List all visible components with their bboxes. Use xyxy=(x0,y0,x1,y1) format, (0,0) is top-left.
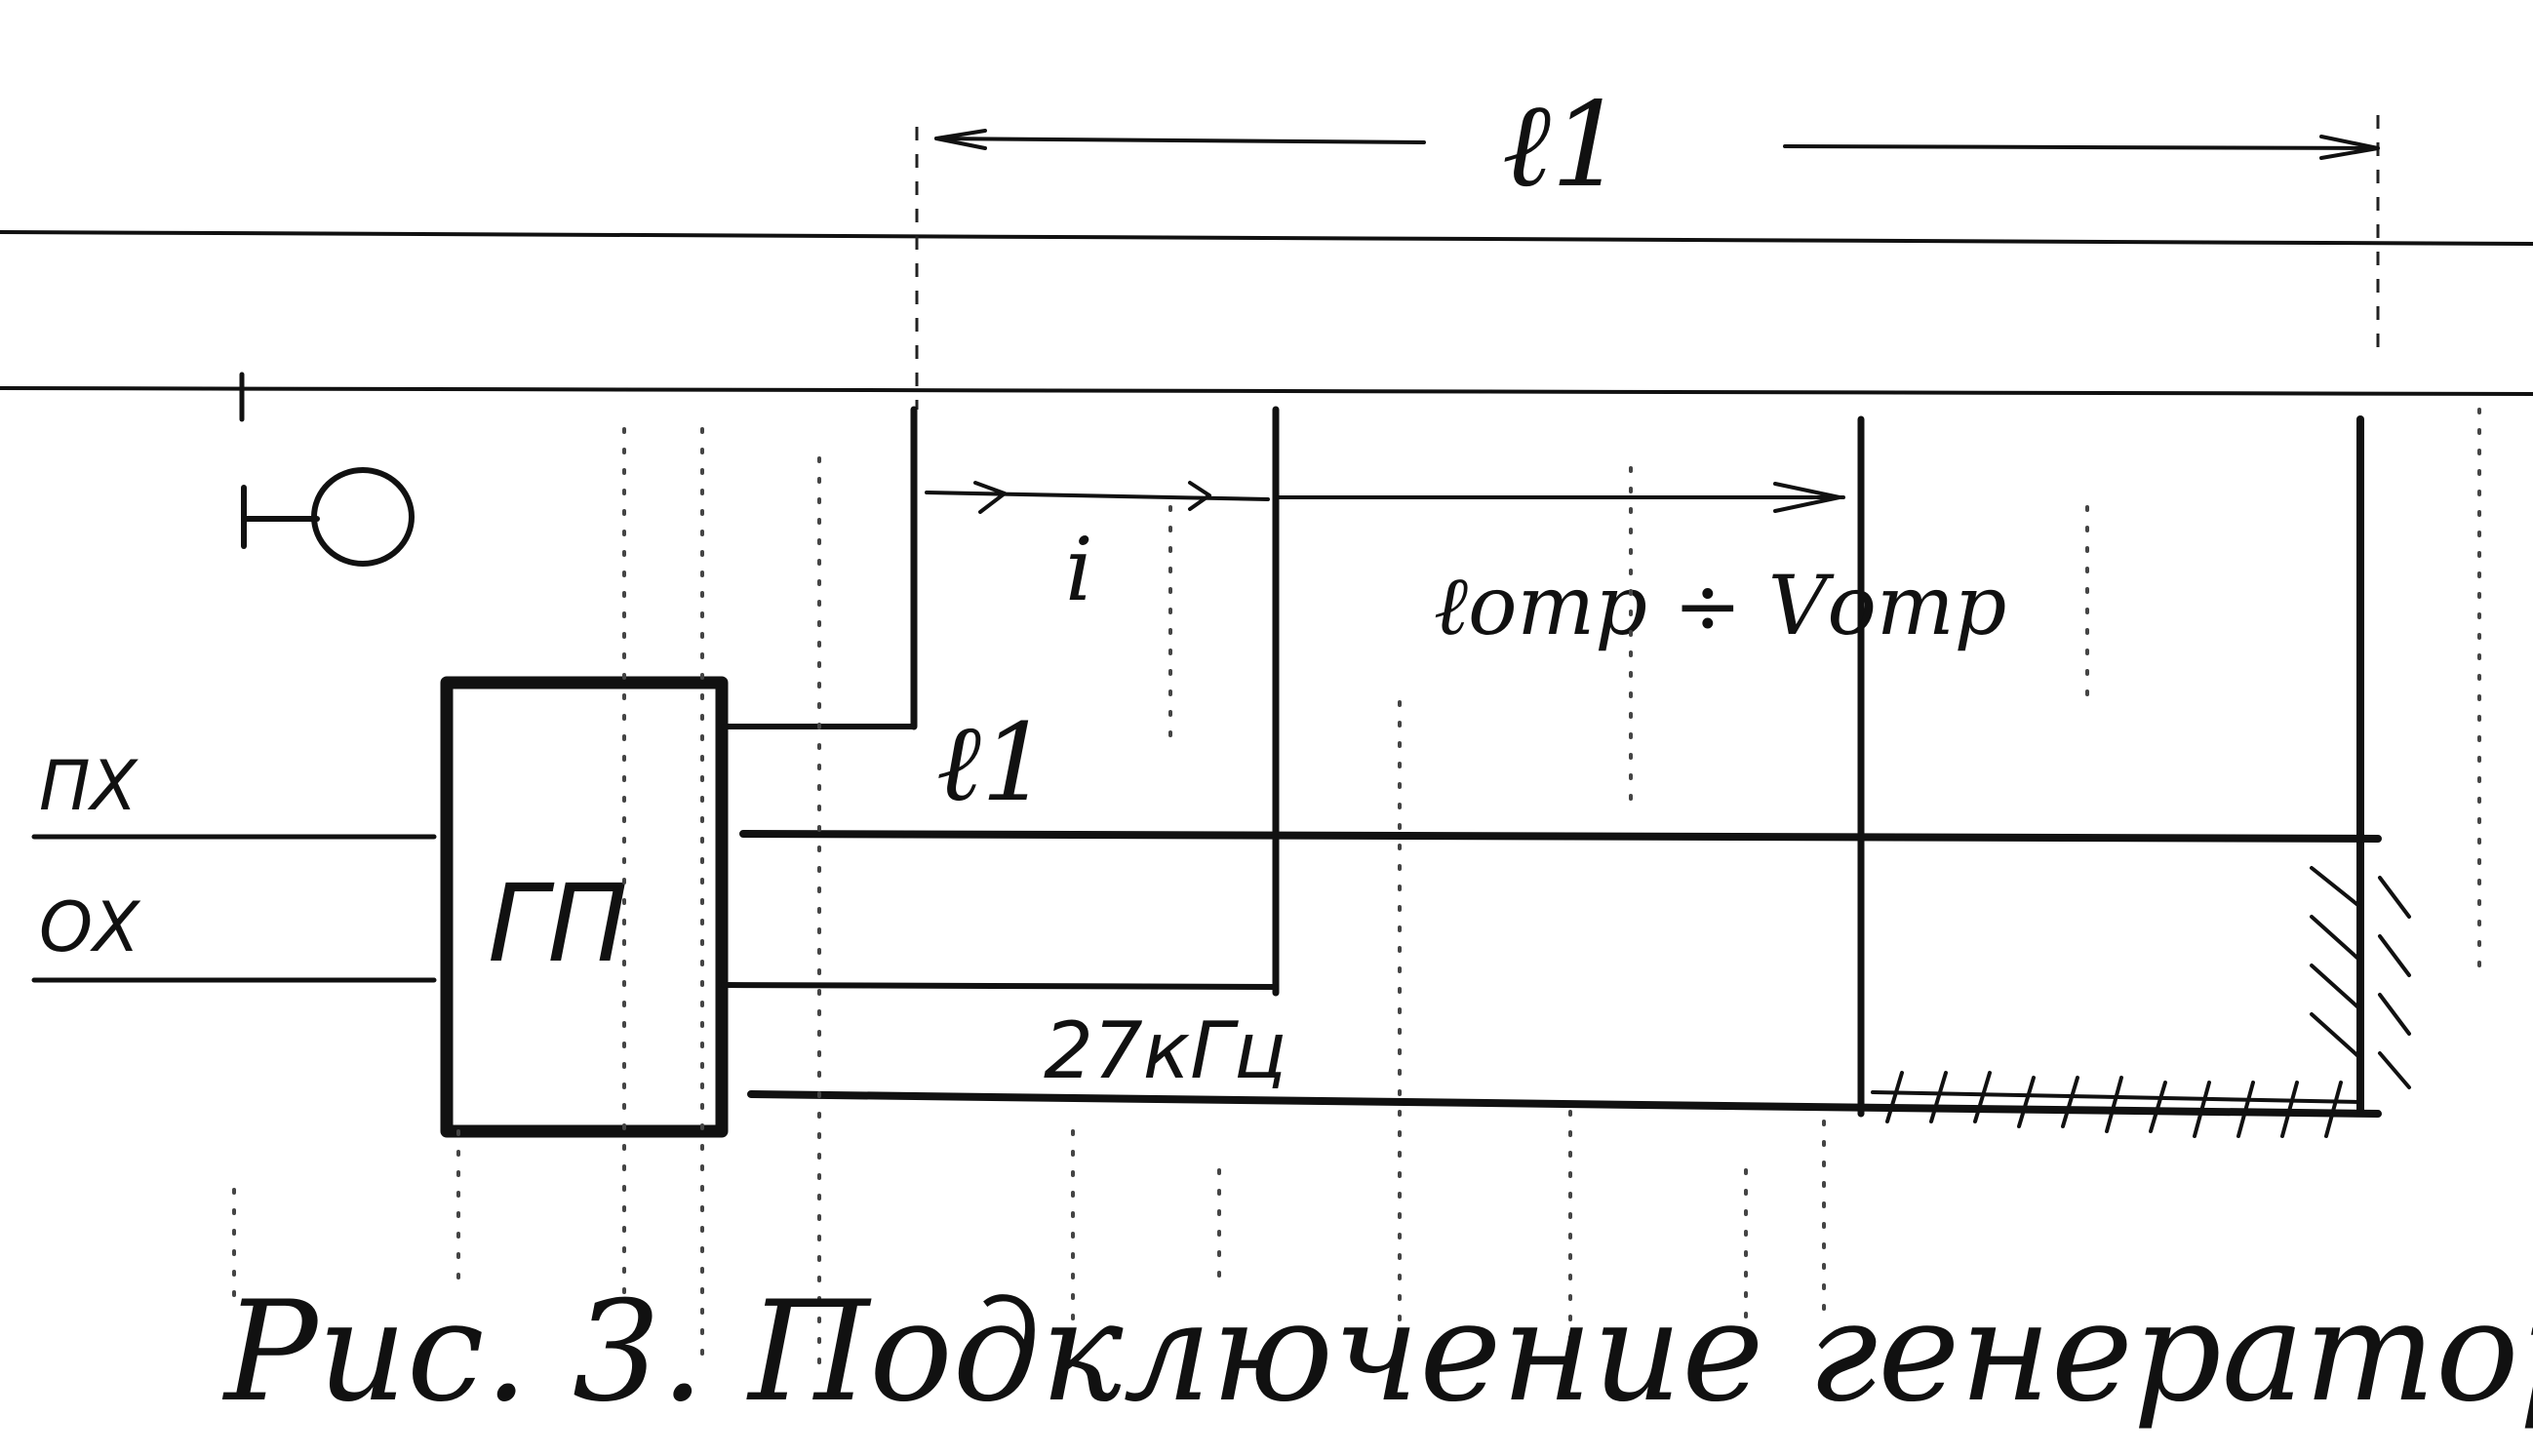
label-l-otr: ℓотр ÷ Vотр xyxy=(1434,558,2006,653)
dimension-l-otr xyxy=(1276,482,1845,513)
vertical-stubs xyxy=(910,406,2364,1118)
switch-symbol xyxy=(239,372,415,567)
dimension-l1 xyxy=(915,115,2380,410)
dimension-i xyxy=(925,481,1270,514)
ground-hatch xyxy=(1871,866,2411,1138)
figure-caption: Рис. 3. Подключение генератора xyxy=(221,1272,2533,1433)
label-l1-top: ℓ1 xyxy=(1502,78,1625,214)
label-b1: ℓ1 xyxy=(936,700,1049,825)
generator-label: ГП xyxy=(488,861,628,986)
label-px: ПХ xyxy=(39,746,139,826)
label-freq: 27кГц xyxy=(1044,1005,1286,1096)
label-ox: ОХ xyxy=(39,887,141,967)
label-i: i xyxy=(1065,519,1093,621)
dotted-guides xyxy=(232,408,2481,1367)
top-rails xyxy=(0,230,2533,396)
generator-box xyxy=(440,676,729,1138)
